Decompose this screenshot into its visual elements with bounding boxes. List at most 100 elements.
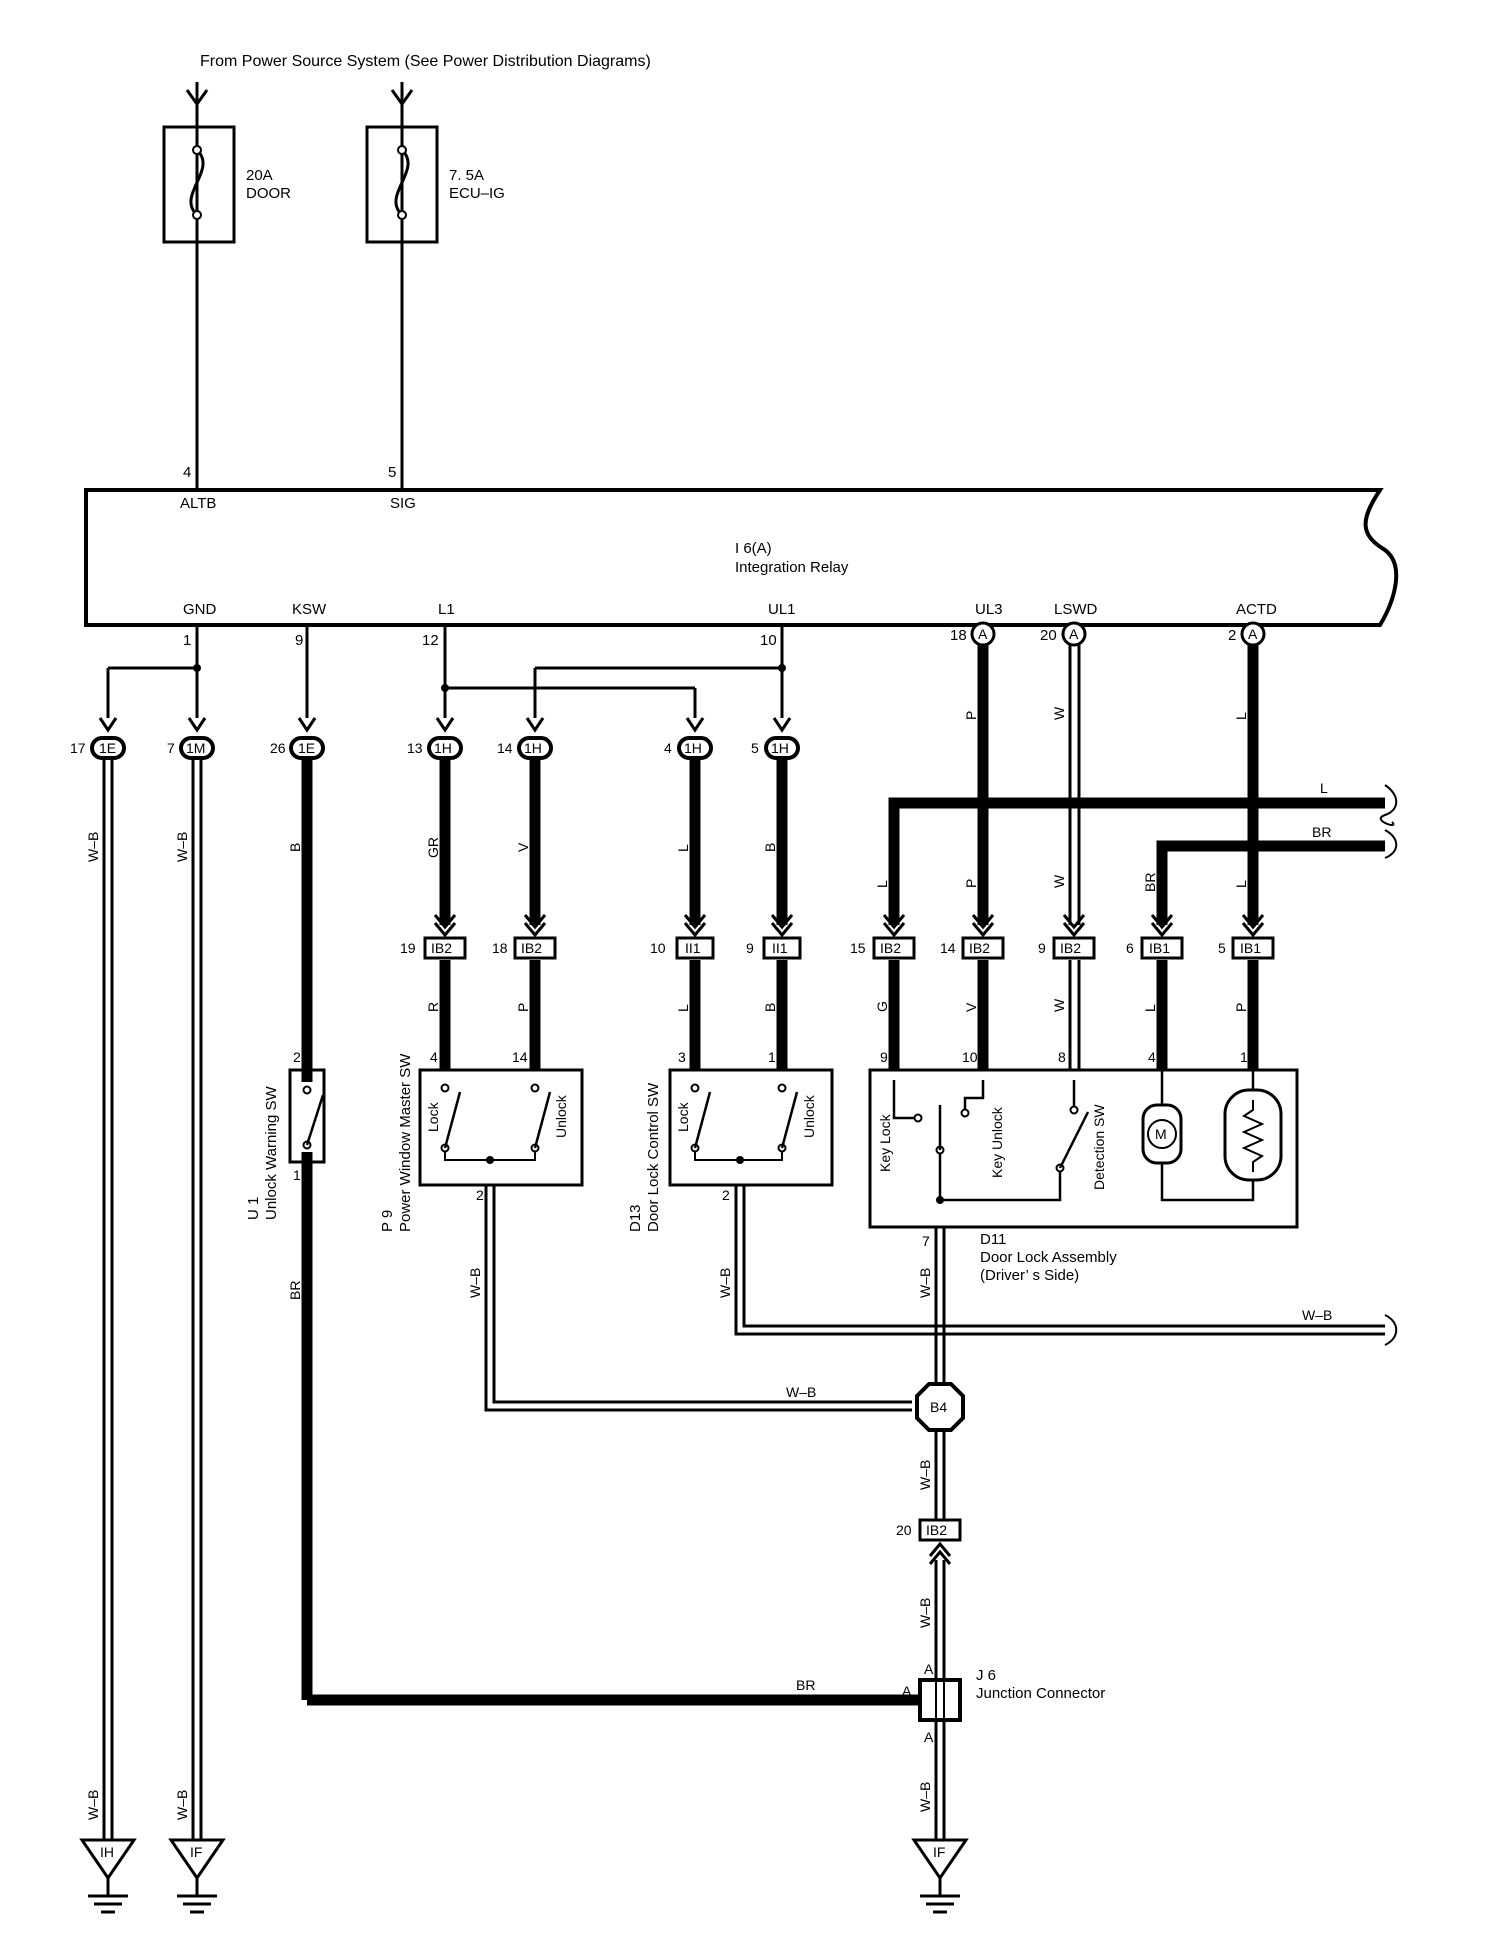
u1-out-wire: BR <box>287 1281 303 1300</box>
p9-pin-unlock: 14 <box>512 1049 528 1065</box>
relay-name: Integration Relay <box>735 559 849 576</box>
ground-if-2-label: IF <box>933 1844 945 1860</box>
jr2-3-pin: 9 <box>746 940 754 956</box>
fuse-ecu-ig-rating: 7. 5A <box>449 167 484 184</box>
j6-code: J 6 <box>976 1667 996 1684</box>
jr2-1-pin: 18 <box>492 940 508 956</box>
fuse-door: 20A DOOR <box>162 104 291 490</box>
p9-unlock: Unlock <box>553 1094 569 1138</box>
d13-pin-unlock: 1 <box>768 1049 776 1065</box>
relay-pin-altb-label: ALTB <box>180 495 216 512</box>
jr1-5-pin: 4 <box>664 740 672 756</box>
u1-code: U 1 <box>245 1197 262 1220</box>
junction-row-2-chevrons <box>433 914 1265 938</box>
fuse-ecu-ig-name: ECU–IG <box>449 185 505 202</box>
d13-pin-lock: 3 <box>678 1049 686 1065</box>
d11-pin-4: 4 <box>1148 1049 1156 1065</box>
jr1-0-conn: 1E <box>99 740 116 756</box>
ground-if-1-label: IF <box>190 1844 202 1860</box>
relay-pin-l1-num: 12 <box>422 632 439 649</box>
fuse-ecu-ig: 7. 5A ECU–IG <box>365 104 505 490</box>
wire-label-wb-3: W–B <box>85 1790 101 1820</box>
jr2-8-conn: IB1 <box>1240 940 1261 956</box>
jr2-0-pin: 19 <box>400 940 416 956</box>
j6-br-wire: BR <box>796 1677 815 1693</box>
d11-side: (Driver’ s Side) <box>980 1267 1079 1284</box>
left-ground-wires: W–B W–B W–B W–B <box>85 760 203 1840</box>
relay-pin-gnd-label: GND <box>183 601 217 618</box>
wire-label-w-bus: W <box>1051 874 1067 888</box>
jr1-3-pin: 13 <box>407 740 423 756</box>
lower-ground-network: W–B W–B W–B W–B W–B B4 W–B IB2 20 W–B BR… <box>307 1185 1398 1840</box>
p9-name: Power Window Master SW <box>397 1053 414 1232</box>
relay-pin-ul1-label: UL1 <box>768 601 796 618</box>
d11-door-lock-assembly: M Key Lock Key Unlock Detection SW 9 10 … <box>868 1049 1299 1284</box>
j6-pin-top: A <box>924 1661 934 1677</box>
ib2-20-conn: IB2 <box>926 1522 947 1538</box>
d13-code: D13 <box>627 1204 644 1232</box>
b4-label: B4 <box>930 1399 947 1415</box>
wl2-p: P <box>515 1003 531 1012</box>
ground-ih: IH <box>79 1838 137 1914</box>
conn-a-actd: A <box>1248 626 1258 642</box>
wl2-r: R <box>425 1002 441 1012</box>
wl2-g: G <box>874 1001 890 1012</box>
d11-gnd-wire: W–B <box>917 1268 933 1298</box>
d13-unlock: Unlock <box>801 1094 817 1138</box>
d13-lock: Lock <box>675 1101 691 1132</box>
d11-pin-1: 1 <box>1240 1049 1248 1065</box>
source-note: From Power Source System (See Power Dist… <box>200 53 651 70</box>
p9-lock: Lock <box>425 1101 441 1132</box>
jr2-6-conn: IB2 <box>1060 940 1081 956</box>
wl2-w: W <box>1051 998 1067 1012</box>
right-bus-wires: L BR P W L L P W BR L <box>874 645 1398 925</box>
d11-code: D11 <box>980 1231 1006 1248</box>
u1-pin-bottom: 1 <box>293 1167 301 1183</box>
wire-label-wb-2: W–B <box>174 832 190 862</box>
d13-door-lock-control-sw: Lock Unlock 3 1 2 D13 Door Lock Control … <box>627 1049 834 1232</box>
b4-in-wire: W–B <box>786 1384 816 1400</box>
d11-detection: Detection SW <box>1091 1104 1107 1190</box>
d11-pin-9: 9 <box>880 1049 888 1065</box>
wl2-l: L <box>675 1004 691 1012</box>
relay-pin-ul1-num: 10 <box>760 632 777 649</box>
ib2-20-wire: W–B <box>917 1598 933 1628</box>
u1-unlock-warning-sw: 2 1 U 1 Unlock Warning SW BR <box>245 1049 326 1300</box>
jr2-2-pin: 10 <box>650 940 666 956</box>
jr2-1-conn: IB2 <box>521 940 542 956</box>
wire-label-b: B <box>762 843 778 852</box>
d11-pin-10: 10 <box>962 1049 978 1065</box>
b4-out-wire: W–B <box>917 1460 933 1490</box>
integration-relay: I 6(A) Integration Relay 4 ALTB 5 SIG GN… <box>84 464 1399 649</box>
jr1-4-pin: 14 <box>497 740 513 756</box>
d11-pin-gnd: 7 <box>922 1233 930 1249</box>
jr1-6-conn: 1H <box>771 740 789 756</box>
relay-pin-altb-num: 4 <box>183 464 191 481</box>
d11-key-lock: Key Lock <box>877 1113 893 1172</box>
wl2-v: V <box>963 1002 979 1012</box>
relay-pin-actd-label: ACTD <box>1236 601 1277 618</box>
fuse-door-rating: 20A <box>246 167 273 184</box>
d11-key-unlock: Key Unlock <box>989 1106 1005 1178</box>
wire-label-b-ksw: B <box>287 843 303 852</box>
power-arrows <box>185 82 414 107</box>
jr1-6-pin: 5 <box>751 740 759 756</box>
relay-pin-sig-num: 5 <box>388 464 396 481</box>
wire-label-l-bus: L <box>874 880 890 888</box>
relay-pin-ul3-label: UL3 <box>975 601 1003 618</box>
jr2-8-pin: 5 <box>1218 940 1226 956</box>
jr1-1-conn: 1M <box>186 740 205 756</box>
bus-br-label: BR <box>1312 824 1331 840</box>
wire-label-w-lswd: W <box>1051 706 1067 720</box>
junction-row-1: 1E 17 1M 7 1E 26 1H 13 1H 14 1H 4 1H 5 <box>70 736 800 760</box>
ib2-20-pin: 20 <box>896 1522 912 1538</box>
wire-label-l-actd: L <box>1233 712 1249 720</box>
bus-l-label: L <box>1320 780 1328 796</box>
ground-if-1: IF <box>168 1838 226 1914</box>
thick-wires-upper: B GR V L B <box>287 760 788 1700</box>
jr1-2-pin: 26 <box>270 740 286 756</box>
d11-motor-label: M <box>1155 1126 1167 1142</box>
jr2-7-conn: IB1 <box>1149 940 1170 956</box>
d13-gnd-wire: W–B <box>717 1268 733 1298</box>
jr1-1-pin: 7 <box>167 740 175 756</box>
